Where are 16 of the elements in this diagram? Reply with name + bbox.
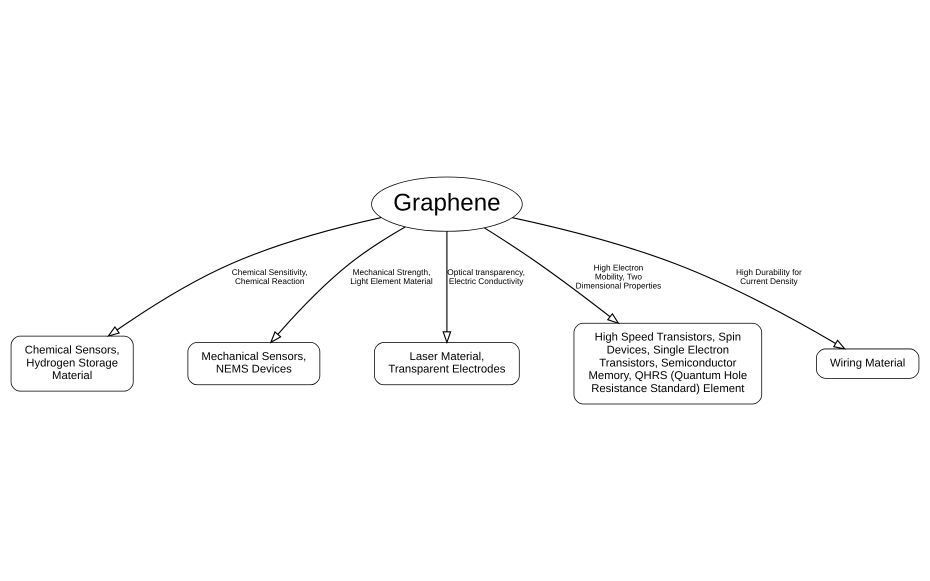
edge-label: High Durability for Current Density xyxy=(736,266,802,286)
arrow xyxy=(270,226,406,344)
node-box: Mechanical Sensors, NEMS Devices xyxy=(188,342,320,386)
edge-label: High Electron Mobility, Two Dimensional Properties xyxy=(576,262,662,290)
node-ellipse: Graphene xyxy=(371,176,523,232)
node-box: Laser Material, Transparent Electrodes xyxy=(374,342,520,386)
node-box: Chemical Sensors, Hydrogen Storage Material xyxy=(10,336,134,392)
node-box: High Speed Transistors, Spin Devices, Single Electron Transistors, Semiconductor Memory, QHRS (Quantum Hole Resistance Standard) Element xyxy=(574,322,762,404)
arrow xyxy=(512,217,846,350)
node-box: Wiring Material xyxy=(816,348,920,379)
arrow xyxy=(106,217,382,337)
edge-label: Mechanical Strength, Light Element Material xyxy=(350,266,433,286)
edge-label: Chemical Sensitivity, Chemical Reaction xyxy=(232,266,308,286)
edge-label: Optical transparency, Electric Conductivity xyxy=(447,266,525,286)
arrow xyxy=(442,231,452,344)
arrow xyxy=(484,227,620,324)
